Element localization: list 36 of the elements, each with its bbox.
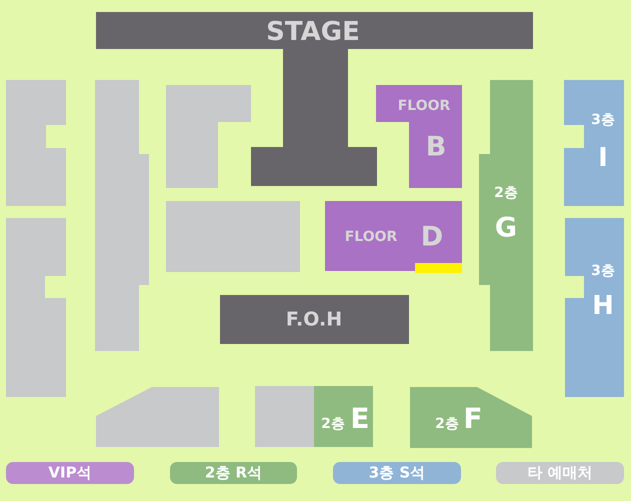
legend-label: VIP석 [48,466,92,480]
section-letter: G [494,214,518,242]
seating-section [479,80,533,351]
stage-block [96,12,533,186]
section-letter: H [592,293,614,319]
seating-section [96,387,219,447]
seating-section [6,80,66,206]
seating-section [166,201,300,272]
foh-block [220,295,409,344]
seating-section [95,80,149,351]
seating-section [564,80,624,206]
floor-section [376,85,462,188]
floor-section [325,201,462,271]
tier-label: 3층 [591,113,615,127]
seating-section [166,85,251,188]
section-letter: D [420,224,444,250]
tier-label: 2층 [321,417,345,431]
tier-label: 2층 [494,186,518,200]
stage-label: STAGE [266,19,360,45]
floor-label: FLOOR [398,99,450,113]
seating-section [410,387,532,448]
highlight-bar [415,263,462,273]
section-letter: I [598,145,608,171]
floor-label: FLOOR [344,230,398,244]
seating-section [255,386,314,447]
section-letter: B [426,134,446,160]
seating-section [6,218,66,397]
foh-label: F.O.H [286,310,342,330]
tier-label: 3층 [591,264,615,278]
seating-section [565,218,624,397]
legend-label: 2층 R석 [204,466,262,480]
seating-section [314,386,373,447]
section-letter: E [350,405,370,433]
tier-label: 2층 [435,417,459,431]
section-letter: F [463,405,483,433]
legend-label: 3층 S석 [368,466,426,480]
